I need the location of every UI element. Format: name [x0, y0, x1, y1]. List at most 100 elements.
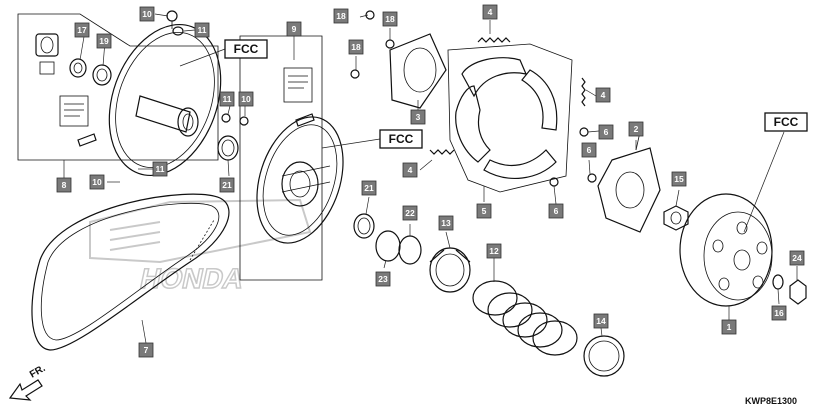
- svg-text:17: 17: [77, 25, 87, 35]
- svg-text:13: 13: [441, 218, 451, 228]
- callout-21-left: 21: [219, 177, 235, 193]
- drive-face-assembly: [108, 23, 222, 177]
- svg-text:10: 10: [142, 9, 152, 19]
- callout-3: 3: [410, 109, 426, 125]
- svg-text:18: 18: [336, 11, 346, 21]
- callout-10-middle: 10: [238, 91, 254, 107]
- grease-label-9: [283, 67, 313, 103]
- svg-text:18: 18: [351, 42, 361, 52]
- svg-text:21: 21: [222, 180, 232, 190]
- svg-text:6: 6: [554, 206, 559, 216]
- seal-collar-13: [429, 247, 471, 293]
- svg-text:7: 7: [144, 345, 149, 355]
- svg-text:1: 1: [727, 322, 732, 332]
- group-frame-5: [447, 43, 573, 193]
- callout-21-right: 21: [361, 180, 377, 196]
- nut-6-b: [587, 173, 597, 183]
- clutch-plate-3: [389, 33, 447, 109]
- callout-4-right: 4: [595, 87, 611, 103]
- callout-19: 19: [96, 33, 112, 49]
- grease-label-8: [59, 95, 89, 127]
- oil-seal-17: [69, 58, 87, 78]
- oil-seal-21-left: [217, 135, 239, 161]
- fcc-label-right-text: FCC: [774, 115, 799, 129]
- callout-18-c: 18: [348, 39, 364, 55]
- bolt-11-top: [172, 26, 184, 36]
- svg-text:10: 10: [241, 94, 251, 104]
- svg-text:11: 11: [198, 25, 207, 35]
- spring-4-middle: [429, 149, 455, 155]
- callout-6-a: 6: [598, 124, 614, 140]
- svg-text:22: 22: [405, 208, 415, 218]
- driven-face-assembly: [256, 116, 344, 244]
- nut-6-a: [579, 127, 589, 137]
- svg-text:16: 16: [774, 308, 784, 318]
- drawing-code: KWP8E1300: [745, 396, 797, 406]
- svg-text:5: 5: [482, 206, 487, 216]
- svg-text:14: 14: [596, 316, 606, 326]
- callout-9: 9: [286, 21, 302, 37]
- cap-10-middle: [239, 116, 249, 126]
- svg-text:4: 4: [488, 7, 493, 17]
- callout-18-b: 18: [382, 11, 398, 27]
- callout-4-top: 4: [482, 4, 498, 20]
- callout-10-top: 10: [139, 6, 155, 22]
- svg-text:4: 4: [601, 90, 606, 100]
- svg-text:6: 6: [604, 127, 609, 137]
- callout-14: 14: [593, 313, 609, 329]
- svg-text:19: 19: [99, 36, 109, 46]
- callout-15: 15: [671, 171, 687, 187]
- clip-18-a: [365, 10, 375, 20]
- callout-7: 7: [138, 342, 154, 358]
- bearing-19: [92, 64, 112, 86]
- nut-18-c: [350, 69, 360, 79]
- svg-text:3: 3: [416, 112, 421, 122]
- spring-4-top: [477, 37, 511, 43]
- callout-5: 5: [476, 203, 492, 219]
- callout-24: 24: [789, 250, 805, 266]
- callout-2: 2: [628, 121, 644, 137]
- driven-spring-12: [472, 280, 578, 356]
- front-direction-arrow: FR.: [8, 363, 48, 401]
- pin-9: [295, 113, 315, 127]
- o-ring-23: [375, 230, 401, 262]
- drive-belt: [31, 193, 230, 351]
- clutch-outer-1: [679, 193, 773, 307]
- svg-text:24: 24: [792, 253, 802, 263]
- callout-17: 17: [74, 22, 90, 38]
- collar-14: [583, 335, 625, 377]
- svg-text:11: 11: [156, 164, 165, 174]
- spring-4-right: [581, 77, 586, 107]
- nut-24: [789, 279, 807, 305]
- nut-18-b: [385, 39, 395, 49]
- callout-6-b: 6: [581, 142, 597, 158]
- callout-8: 8: [56, 177, 72, 193]
- svg-text:9: 9: [292, 24, 297, 34]
- callout-1: 1: [721, 319, 737, 335]
- callout-12: 12: [486, 243, 502, 259]
- callout-6-c: 6: [548, 203, 564, 219]
- callout-22: 22: [402, 205, 418, 221]
- fcc-label-right: FCC: [764, 112, 808, 132]
- callout-13: 13: [438, 215, 454, 231]
- oil-seal-21-right: [353, 213, 375, 239]
- front-direction-label: FR.: [28, 363, 48, 381]
- svg-text:4: 4: [408, 165, 413, 175]
- bolt-11-middle: [221, 113, 231, 123]
- callout-11-middle: 11: [219, 91, 235, 107]
- pin-8: [77, 133, 97, 147]
- svg-text:11: 11: [223, 94, 232, 104]
- needle-bearing-17: [35, 33, 59, 75]
- fcc-label-center-text: FCC: [389, 132, 414, 146]
- callout-18-a: 18: [333, 8, 349, 24]
- callout-10-bottom: 10: [89, 174, 105, 190]
- svg-text:21: 21: [364, 183, 374, 193]
- svg-text:12: 12: [489, 246, 499, 256]
- svg-text:10: 10: [92, 177, 102, 187]
- watermark-text: HONDA: [138, 262, 247, 294]
- group-frame-8: [17, 13, 219, 161]
- svg-text:8: 8: [62, 180, 67, 190]
- callout-11-top: 11: [194, 22, 210, 38]
- clutch-plate-2: [597, 131, 661, 233]
- svg-text:23: 23: [378, 274, 388, 284]
